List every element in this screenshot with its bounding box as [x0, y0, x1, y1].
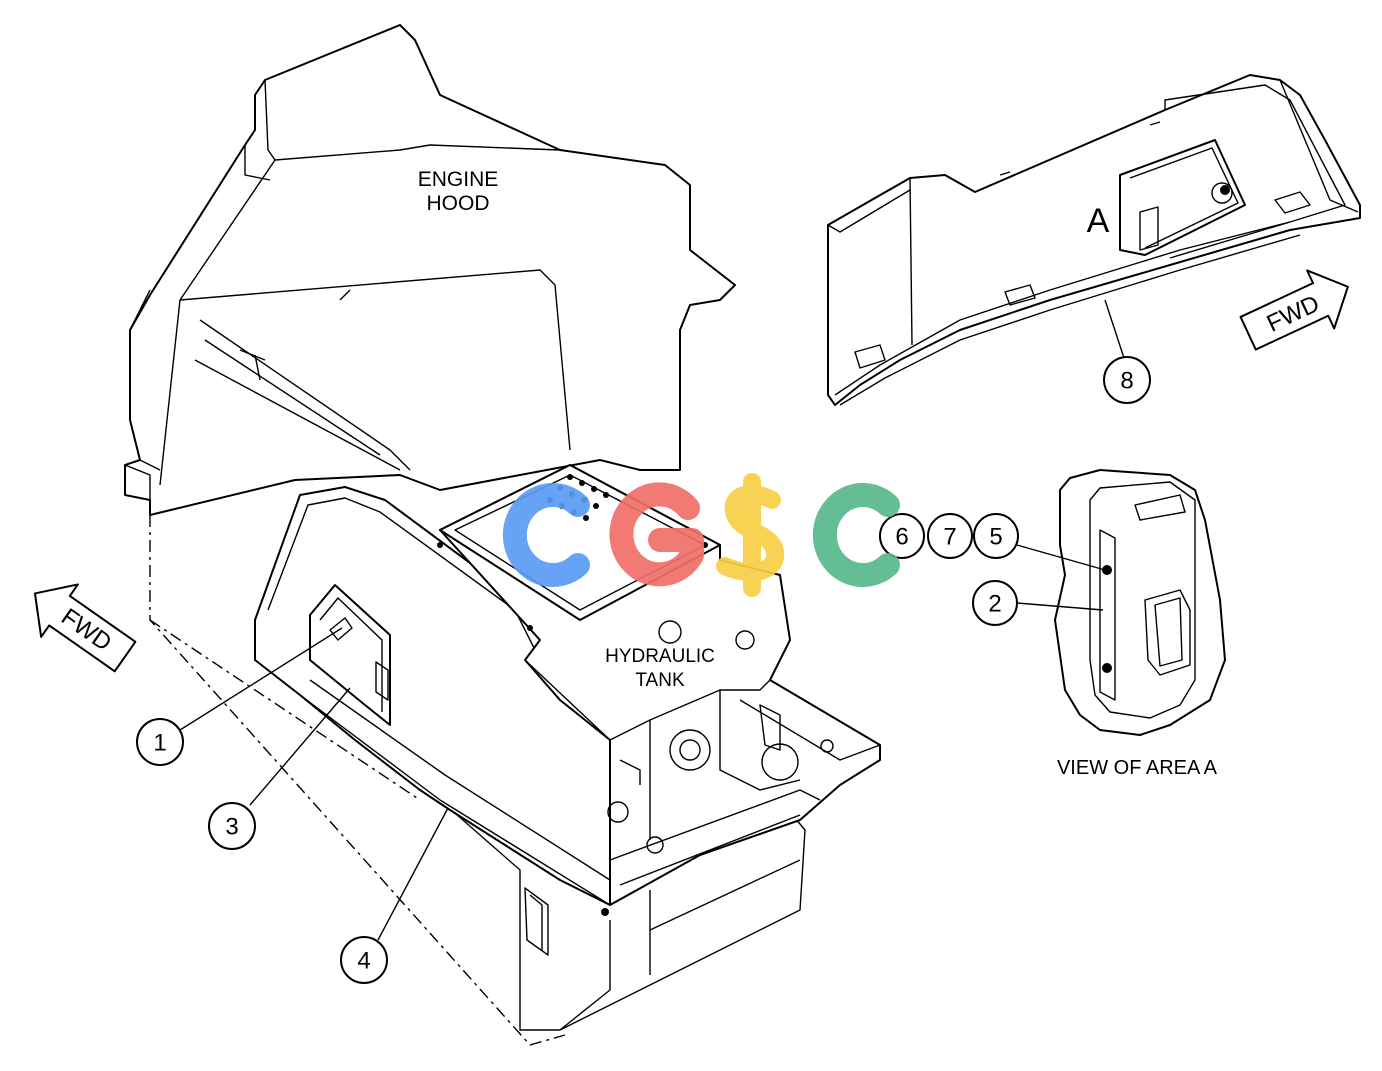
callout-4-number: 4 — [357, 948, 370, 975]
side-panel-detail: A — [827, 74, 1361, 406]
view-caption: VIEW OF AREA A — [1057, 757, 1218, 779]
callout-6-number: 6 — [895, 524, 908, 551]
callout-4: 4 — [340, 936, 388, 984]
hydraulic-tank-label-line2: TANK — [635, 670, 685, 691]
callout-1-number: 1 — [153, 730, 166, 757]
callout-6: 6 — [879, 513, 925, 559]
callout-7-number: 7 — [943, 524, 956, 551]
fwd-arrow-right: FWD — [1239, 269, 1349, 351]
callout-3: 3 — [208, 802, 256, 850]
leader-lines — [179, 299, 1125, 941]
callout-8: 8 — [1103, 356, 1151, 404]
hydraulic-tank-label-line1: HYDRAULIC — [605, 646, 715, 667]
callout-8-number: 8 — [1120, 368, 1133, 395]
fwd-arrow-left: FWD — [33, 583, 137, 673]
watermark-letter-c — [502, 483, 590, 587]
cgsc-watermark-logo — [502, 473, 900, 597]
engine-hood-label-line1: ENGINE — [418, 168, 499, 191]
callout-1: 1 — [136, 718, 184, 766]
callout-7: 7 — [927, 513, 973, 559]
area-a-marker: A — [1087, 202, 1110, 240]
view-area-a: VIEW OF AREA A — [1054, 469, 1226, 779]
callout-5-number: 5 — [989, 524, 1002, 551]
watermark-letter-c2 — [812, 483, 900, 587]
engine-hood: ENGINE HOOD — [124, 24, 736, 516]
side-fender — [254, 486, 611, 906]
callout-2: 2 — [972, 580, 1018, 626]
watermark-letter-g — [609, 482, 704, 587]
callout-3-number: 3 — [225, 814, 238, 841]
callout-2-number: 2 — [988, 591, 1001, 618]
engine-hood-label-line2: HOOD — [427, 192, 490, 215]
watermark-letter-s — [716, 473, 785, 597]
callout-5: 5 — [973, 513, 1019, 559]
